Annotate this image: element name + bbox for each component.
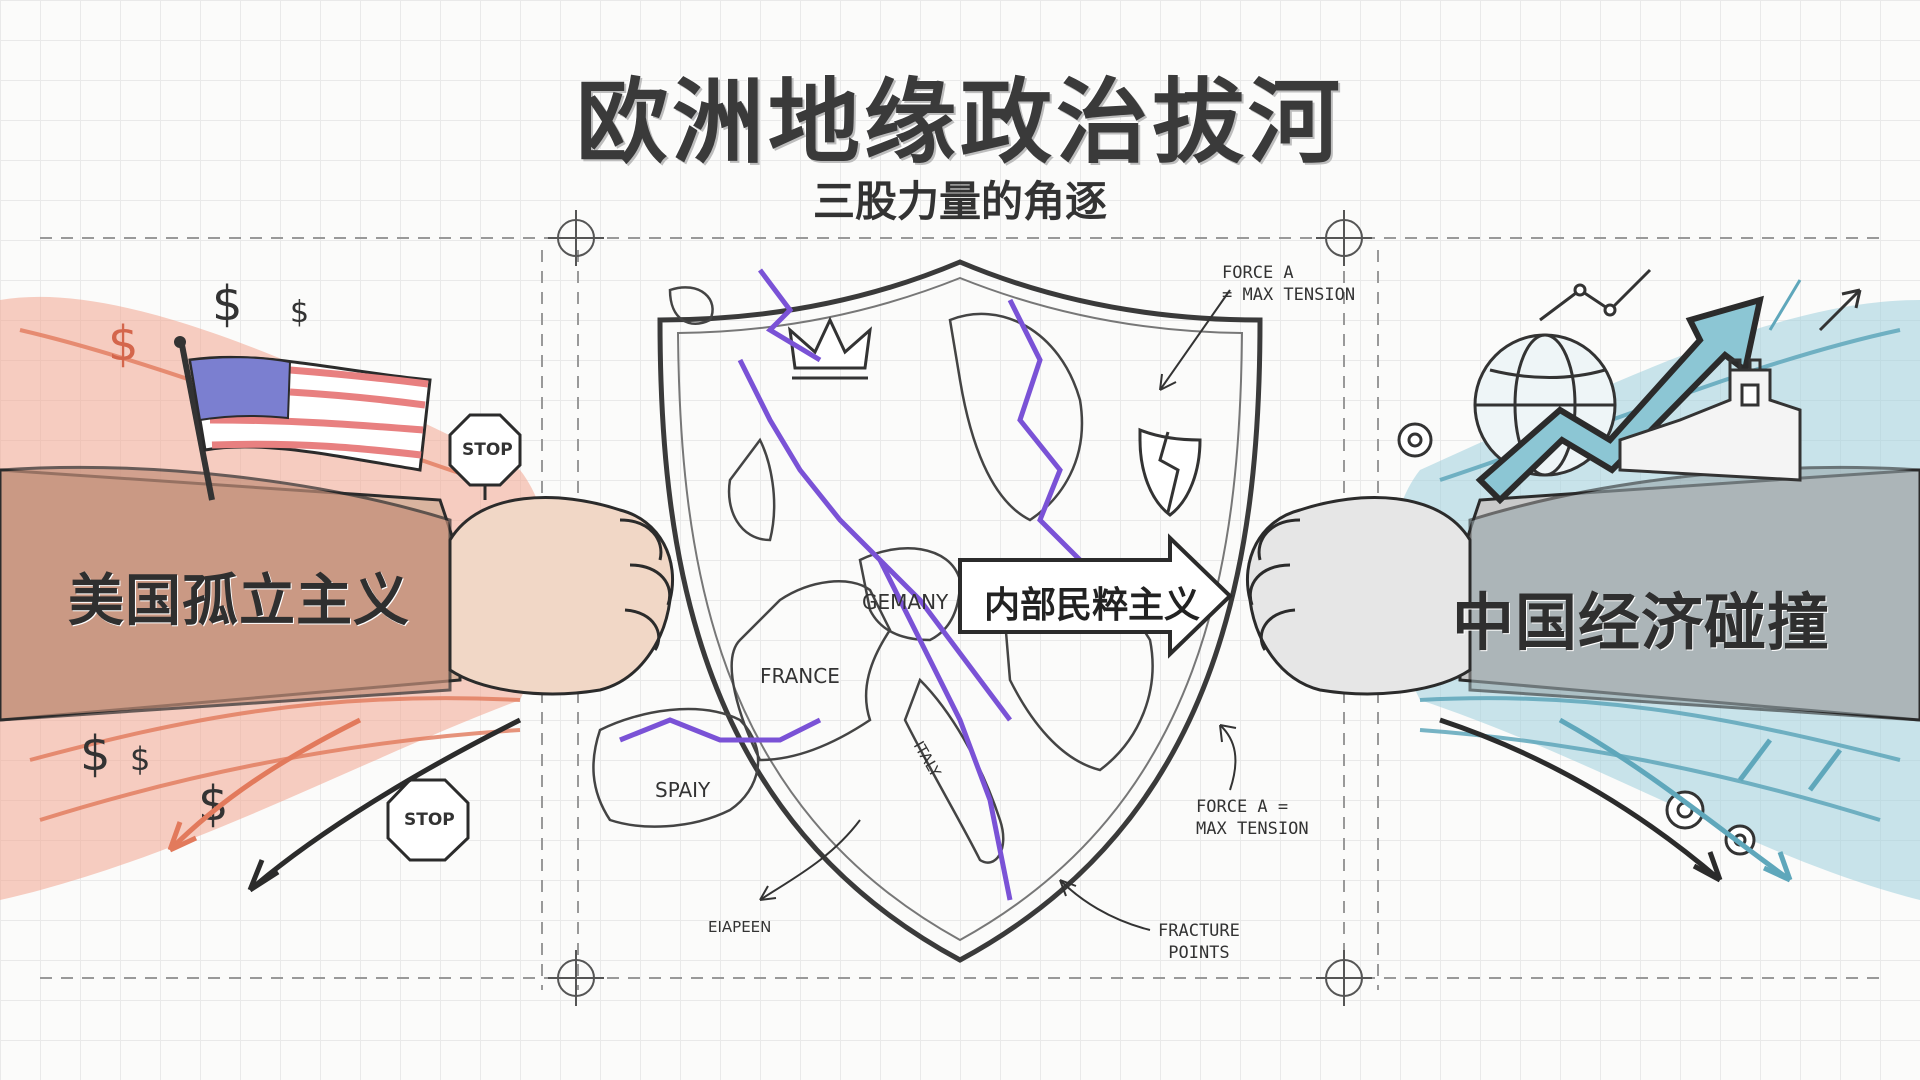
map-label-germany: GEMANY — [862, 590, 949, 614]
china-force-panel — [1245, 268, 1920, 900]
us-fist — [448, 496, 675, 696]
trend-arrows — [1539, 268, 1862, 332]
us-sleeve — [0, 465, 452, 722]
annotation-force-a-right: FORCE A = MAX TENSION — [1196, 796, 1309, 840]
us-force-panel: $ $ $ $ $ $ — [0, 276, 675, 901]
us-flag-icon — [174, 336, 432, 501]
china-swoosh-arrows — [1439, 717, 1842, 883]
annotation-fracture-line1: FRACTURE — [1158, 921, 1240, 941]
subtitle: 三股力量的角逐 — [812, 177, 1107, 226]
annotation-arrows — [759, 289, 1237, 931]
china-fist — [1245, 496, 1472, 696]
map-label-europe: EIAPEEN — [708, 918, 772, 936]
annotation-force-a-top-line2: = MAX TENSION — [1222, 285, 1356, 305]
growth-arrow-icon — [1475, 295, 1764, 505]
stop-sign-lower-text: STOP — [404, 810, 455, 830]
annotation-fracture-line2: POINTS — [1168, 943, 1230, 963]
annotation-force-a-right-line1: FORCE A = — [1196, 797, 1289, 817]
force-label-us-isolationism: 美国孤立主义 — [68, 569, 410, 634]
svg-text:$: $ — [212, 276, 243, 332]
annotation-force-a-top: FORCE A = MAX TENSION — [1222, 262, 1355, 306]
stop-sign-upper-text: STOP — [462, 440, 513, 460]
map-label-france: FRANCE — [760, 664, 840, 688]
annotation-force-a-right-line2: MAX TENSION — [1196, 819, 1309, 839]
svg-text:$: $ — [80, 726, 111, 782]
shield-outline — [657, 259, 1263, 963]
stop-sign-icons — [386, 413, 522, 862]
annotation-force-a-top-line1: FORCE A — [1222, 263, 1294, 283]
great-wall-icon — [1618, 358, 1802, 482]
fracture-lines — [619, 268, 1123, 901]
us-swoosh-arrows — [167, 717, 522, 893]
force-label-china-economic-clash: 中国经济碰撞 — [1452, 586, 1831, 659]
svg-text:$: $ — [108, 316, 139, 372]
frame-lines — [40, 237, 1880, 990]
broken-shield-icon — [1138, 427, 1202, 517]
svg-text:$: $ — [130, 740, 150, 778]
svg-text:$: $ — [290, 295, 309, 330]
center-arrow-shape — [958, 533, 1233, 659]
annotation-fracture-points: FRACTURE POINTS — [1158, 920, 1240, 964]
europe-shield-map — [592, 259, 1263, 963]
main-title: 欧洲地缘政治拔河 — [575, 69, 1344, 176]
force-label-internal-populism: 内部民粹主义 — [984, 585, 1201, 626]
crosshair-marks — [548, 210, 1372, 1006]
map-label-spain: SPAIY — [655, 778, 711, 802]
